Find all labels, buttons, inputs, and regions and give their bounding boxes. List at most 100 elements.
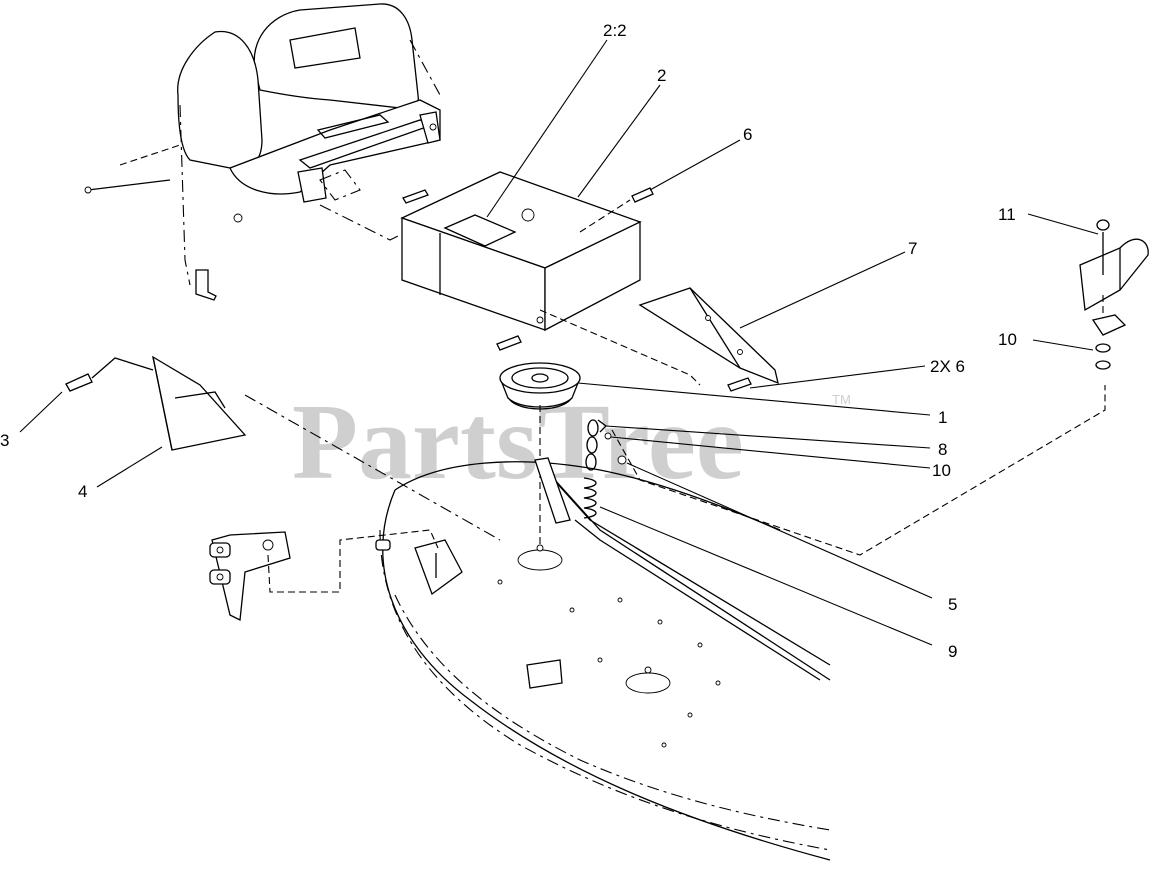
leader-2 <box>577 84 661 198</box>
seat-pivot-rod <box>87 179 171 191</box>
bolt-11-head <box>1096 219 1110 231</box>
left-bracket-to-deck-line <box>244 394 501 541</box>
deck-hole <box>687 712 693 718</box>
watermark: PartsTree TM <box>292 383 851 502</box>
lift-bracket-plate <box>211 531 291 622</box>
leader-8 <box>605 425 931 449</box>
deck-hole <box>569 607 575 613</box>
nut-5 <box>617 455 627 465</box>
side-bracket-screw <box>727 377 752 392</box>
seat-assembly <box>84 3 441 301</box>
left-bracket-plate <box>152 355 247 451</box>
chain-link-3 <box>585 453 597 471</box>
leader-6 <box>649 139 741 191</box>
leader-4 <box>96 446 163 488</box>
callout-8: 8 <box>938 440 947 459</box>
left-bracket-edge <box>152 356 173 451</box>
chain-link-1 <box>587 419 599 437</box>
seat-bracket-hole <box>429 123 437 131</box>
pulley-hub <box>531 373 549 383</box>
right-bracket-body <box>1079 238 1149 312</box>
spring-9 <box>583 477 597 519</box>
seat-cushion-slot <box>316 114 390 139</box>
washer-10 <box>604 432 612 440</box>
callout-5: 5 <box>948 595 957 614</box>
control-cover-side <box>544 220 641 332</box>
callout-1: 1 <box>938 408 947 427</box>
bolt-3 <box>65 373 93 392</box>
leader-1 <box>577 382 931 416</box>
deck-hole <box>657 619 663 625</box>
deck-front-edge <box>382 489 831 861</box>
leader-7 <box>739 251 906 329</box>
seat-bolster <box>177 30 263 171</box>
control-cover-hole <box>521 208 535 222</box>
side-bracket-hole-2 <box>737 349 743 355</box>
callout-10-center: 10 <box>932 461 951 480</box>
deck-rail-3 <box>574 519 821 681</box>
right-bracket-clip <box>1091 314 1127 336</box>
deck-spindle-mount-2 <box>625 672 671 694</box>
deck-bracket <box>526 659 563 689</box>
lift-bracket-nut <box>262 539 274 551</box>
left-bracket <box>65 355 501 541</box>
callout-11: 11 <box>998 205 1016 224</box>
leader-2x6 <box>749 365 926 389</box>
seat-bracket-left <box>297 167 327 203</box>
chain-to-right-line <box>611 385 1106 556</box>
leader-5 <box>626 462 933 599</box>
leader-10a <box>1032 339 1094 351</box>
leader-9 <box>599 506 933 646</box>
callout-3: 3 <box>0 431 9 450</box>
callout-2: 2 <box>657 66 666 85</box>
leader-2-2 <box>486 39 608 218</box>
deck-decal <box>414 539 463 596</box>
seat-back-pocket <box>289 27 361 69</box>
lift-bracket-hole-2 <box>216 573 224 581</box>
side-bracket <box>638 287 779 392</box>
right-bracket <box>1079 219 1149 370</box>
leader-3 <box>19 391 63 433</box>
control-cover-decal <box>443 214 517 247</box>
seat-pivot-axis <box>119 144 181 166</box>
washer-10-right-2 <box>1095 360 1111 370</box>
deck-top-outline <box>394 461 781 531</box>
washer-10-right-1 <box>1095 343 1111 353</box>
callout-2x6: 2X 6 <box>930 357 965 376</box>
side-bracket-plate <box>638 287 779 385</box>
watermark-trademark: TM <box>832 392 851 407</box>
seat-nut <box>233 213 243 223</box>
seat-pan-outline-left <box>179 104 191 286</box>
callout-6: 6 <box>743 125 752 144</box>
side-bracket-fold <box>689 287 741 369</box>
deck-skirt-line <box>394 594 831 831</box>
deck-spindle-hole-2 <box>644 666 652 674</box>
bolt-3-axis <box>91 357 154 379</box>
left-bracket-fold <box>174 391 226 409</box>
deck-hole <box>497 579 503 585</box>
side-bracket-hole-1 <box>705 315 711 321</box>
leader-10b <box>610 436 931 469</box>
control-cover-screw-hole <box>536 316 544 324</box>
leader-11 <box>1027 213 1099 235</box>
leader-lines <box>19 39 1099 646</box>
cover-screw-bottom <box>496 335 522 351</box>
callout-7: 7 <box>908 239 917 258</box>
seat-pivot-rod-end <box>84 186 92 194</box>
callout-4: 4 <box>78 482 87 501</box>
mower-deck <box>379 457 831 861</box>
seat-back-outline <box>409 39 441 96</box>
callout-10-right: 10 <box>998 330 1017 349</box>
lift-bracket-to-deck-line <box>267 529 439 593</box>
control-cover <box>400 171 701 386</box>
deck-arm <box>534 457 571 524</box>
cover-bolt-left <box>402 189 429 204</box>
chain-link-2 <box>586 436 598 454</box>
lift-bracket-hole-1 <box>216 546 224 554</box>
deck-hole <box>715 680 721 686</box>
deck-spindle-mount-1 <box>517 549 563 571</box>
callout-labels: 2:2 2 6 7 11 10 2X 6 1 8 10 3 4 5 9 <box>0 21 1017 661</box>
deck-hole <box>597 657 603 663</box>
deck-hole <box>617 597 623 603</box>
pulley-inner-rim <box>511 367 569 389</box>
